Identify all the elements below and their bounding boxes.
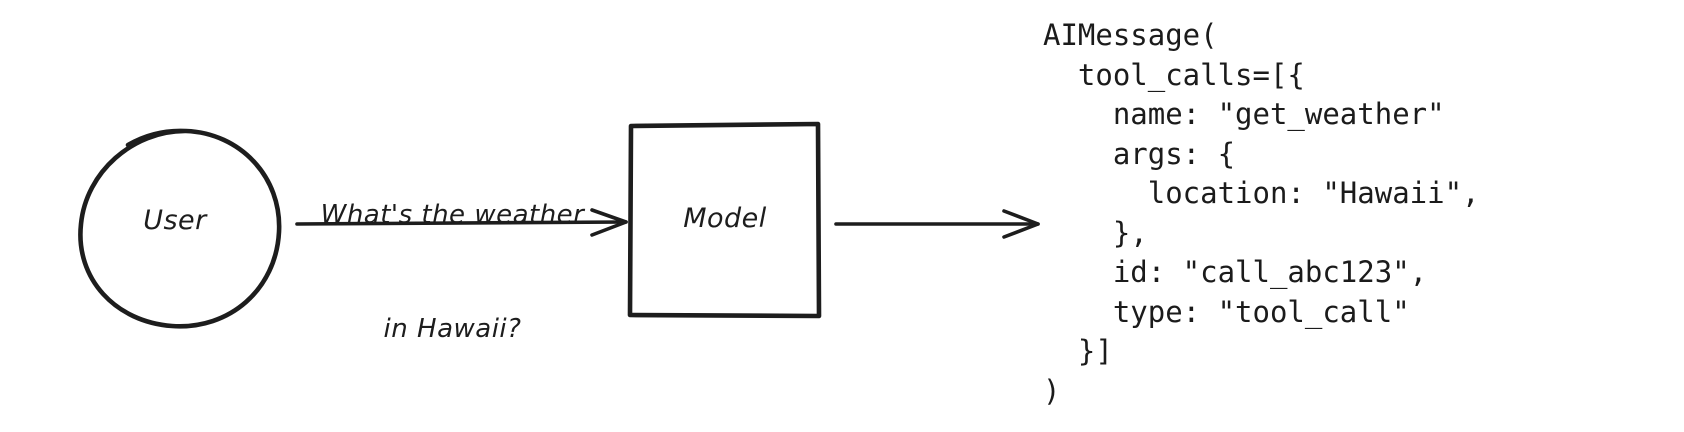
code-line: }, — [1043, 215, 1148, 250]
code-line: tool_calls=[{ — [1043, 57, 1305, 92]
user-node-circle[interactable] — [78, 128, 282, 329]
edge-label-prompt-line1: What's the weather — [320, 200, 585, 230]
edge-label-prompt: What's the weather in Hawaii? — [265, 120, 640, 424]
model-node-rect[interactable] — [627, 121, 822, 319]
user-node-label: User — [143, 205, 207, 236]
ai-message-code-block: AIMessage( tool_calls=[{ name: "get_weat… — [1043, 16, 1480, 411]
model-node-label: Model — [683, 203, 767, 234]
edge-label-prompt-line2: in Hawaii? — [383, 314, 522, 344]
code-line: location: "Hawaii", — [1043, 176, 1480, 210]
code-line: name: "get_weather" — [1043, 97, 1445, 131]
code-line: ) — [1043, 373, 1061, 408]
edge-arrow-model-to-output — [834, 209, 1040, 239]
edge-arrow-user-to-model — [295, 208, 628, 237]
code-line: type: "tool_call" — [1043, 294, 1410, 329]
code-line: }] — [1043, 334, 1113, 368]
code-line: id: "call_abc123", — [1043, 255, 1428, 289]
code-line: args: { — [1043, 136, 1236, 171]
code-line: AIMessage( — [1043, 18, 1218, 52]
